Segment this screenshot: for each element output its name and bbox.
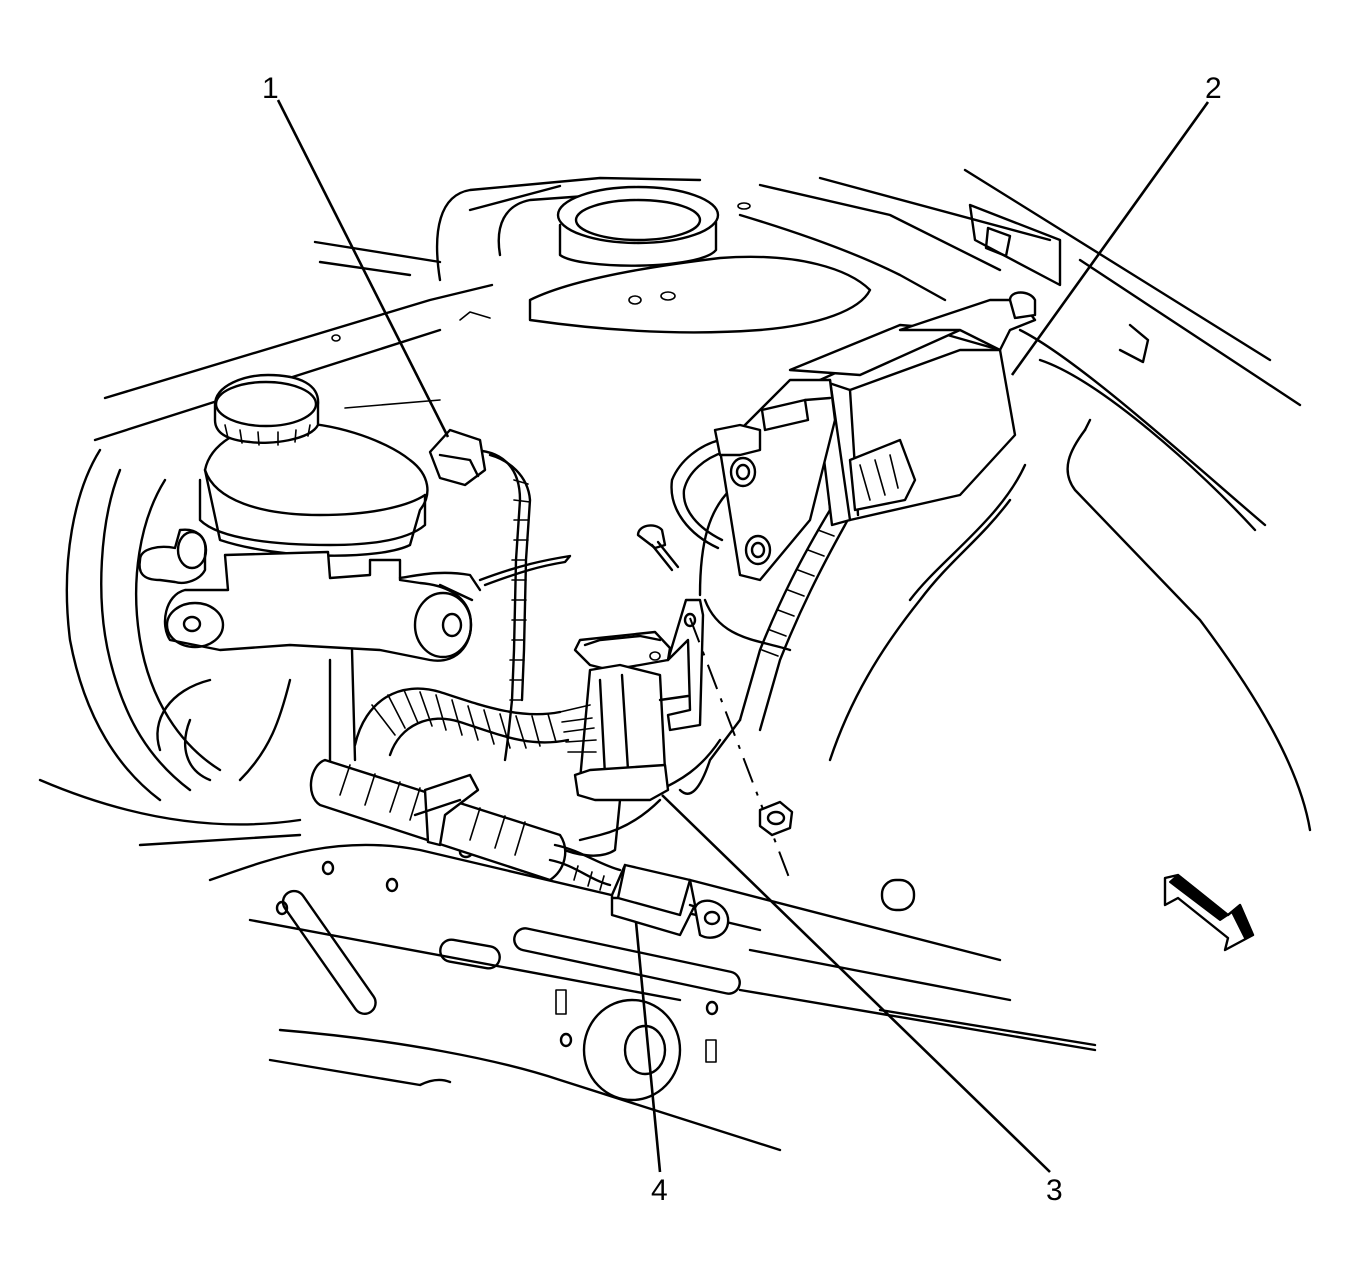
leader-line-3 [661,794,1051,1173]
master-cylinder-assembly [135,373,572,782]
leader-line-4 [634,921,662,1173]
connector-4-assembly [610,863,730,939]
callout-4: 4 [651,1174,668,1207]
leader-line-1 [276,99,450,438]
callout-leaders [276,99,1210,1173]
connector-3-assembly [559,598,705,802]
control-module-2 [670,291,1037,582]
callout-3: 3 [1046,1174,1063,1207]
callout-2: 2 [1205,72,1222,105]
body-structure [38,168,1312,1152]
callout-1: 1 [262,72,279,105]
leader-line-2 [1010,101,1210,376]
front-direction-arrow-icon [1163,873,1255,952]
fasteners [636,524,794,881]
